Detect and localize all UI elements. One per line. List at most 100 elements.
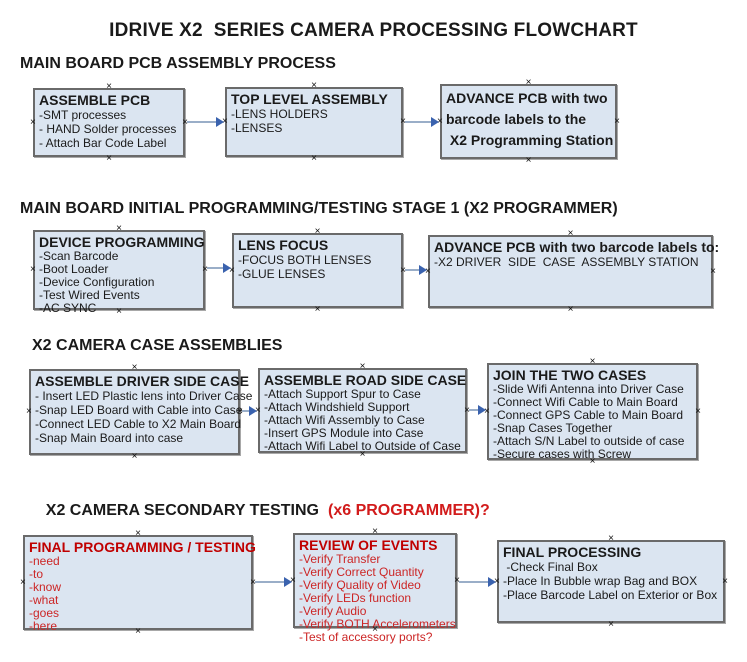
box-line: -Verify LEDs function (299, 591, 412, 605)
box-line: -Slide Wifi Antenna into Driver Case (493, 382, 684, 396)
box-line: -SMT processes (39, 108, 127, 122)
box-title: ADVANCE PCB with two barcode labels to: (434, 239, 720, 255)
box-line: -know (29, 580, 62, 594)
connection-handle-icon: × (116, 223, 122, 234)
arrow-head-icon (249, 406, 257, 416)
flow-box-final-programming-testing: × × × × FINAL PROGRAMMING / TESTING -nee… (20, 529, 256, 637)
connection-handle-icon: × (26, 406, 32, 417)
connection-handle-icon: × (311, 153, 317, 164)
page-title: IDRIVE X2 SERIES CAMERA PROCESSING FLOWC… (109, 20, 638, 41)
flow-box-assemble-road-side-case: × × × × ASSEMBLE ROAD SIDE CASE -Attach … (255, 362, 470, 460)
flow-box-review-of-events: × × × × REVIEW OF EVENTS -Verify Transfe… (290, 527, 460, 644)
box-line: - HAND Solder processes (39, 122, 177, 136)
box-lines: -Slide Wifi Antenna into Driver Case-Con… (493, 383, 692, 461)
arrow-head-icon (223, 263, 231, 273)
section-heading-pcb-assembly: MAIN BOARD PCB ASSEMBLY PROCESS (20, 55, 336, 72)
box-line: ADVANCE PCB with two (446, 90, 608, 106)
arrow-head-icon (478, 405, 486, 415)
box-title: ASSEMBLE PCB (39, 92, 151, 108)
box-title: FINAL PROGRAMMING / TESTING (29, 539, 256, 555)
connection-handle-icon: × (525, 155, 532, 166)
flow-arrow (207, 262, 231, 274)
flow-box-join-the-two-cases: × × × × JOIN THE TWO CASES -Slide Wifi A… (484, 357, 701, 467)
box-line: -Connect Wifi Cable to Main Board (493, 395, 678, 409)
box-line: -Check Final Box (503, 560, 598, 574)
box-line: -GLUE LENSES (238, 267, 326, 281)
connection-handle-icon: × (525, 77, 532, 88)
box-line: - Insert LED Plastic lens into Driver Ca… (35, 389, 253, 403)
connection-handle-icon: × (567, 304, 574, 315)
flow-arrow (405, 264, 427, 276)
arrow-head-icon (488, 577, 496, 587)
box-line: -Connect GPS Cable to Main Board (493, 408, 684, 422)
box-line: -Scan Barcode (39, 249, 119, 263)
arrow-head-icon (419, 265, 427, 275)
box-line: -need (29, 554, 60, 568)
arrow-line (187, 121, 218, 123)
connection-handle-icon: × (106, 153, 112, 164)
box-lines: -SMT processes- HAND Solder processes- A… (39, 108, 179, 150)
box-line: -Place Barcode Label on Exterior or Box (503, 588, 718, 602)
box-line: -LENSES (231, 121, 283, 135)
connection-handle-icon: × (20, 576, 26, 588)
arrow-line (469, 409, 480, 411)
box-line: -what (29, 593, 59, 607)
box-line: -X2 DRIVER SIDE CASE ASSEMBLY STATION (434, 255, 699, 269)
box-title: ASSEMBLE DRIVER SIDE CASE (35, 373, 249, 389)
box-title: TOP LEVEL ASSEMBLY (231, 91, 388, 107)
connection-handle-icon: × (710, 265, 716, 277)
connection-handle-icon: × (608, 533, 614, 544)
flow-box-device-programming: × × × × DEVICE PROGRAMMING -Scan Barcode… (30, 224, 208, 317)
box-line: -Verify Audio (299, 604, 367, 618)
box-line: -Snap Main Board into case (35, 431, 184, 445)
arrow-line (459, 581, 490, 583)
box-line: -goes (29, 606, 60, 620)
connection-handle-icon: × (314, 226, 321, 237)
section-heading-case-assemblies: X2 CAMERA CASE ASSEMBLIES (32, 337, 283, 354)
box-lines: -Verify Transfer-Verify Correct Quantity… (299, 552, 456, 644)
connection-handle-icon: × (359, 361, 366, 372)
connection-handle-icon: × (30, 116, 36, 128)
arrow-head-icon (284, 577, 292, 587)
box-lines: -Check Final Box-Place In Bubble wrap Ba… (503, 560, 719, 602)
box-lines: -FOCUS BOTH LENSES-GLUE LENSES (238, 253, 397, 281)
section-heading-initial-programming: MAIN BOARD INITIAL PROGRAMMING/TESTING S… (20, 200, 618, 217)
box-lines: -Scan Barcode-Boot Loader-Device Configu… (39, 250, 199, 315)
box-line: -Attach Support Spur to Case (264, 387, 421, 401)
section-heading-black-part: X2 CAMERA SECONDARY TESTING (45, 502, 319, 519)
flow-box-top-level-assembly: × × × × TOP LEVEL ASSEMBLY -LENS HOLDERS… (222, 81, 406, 164)
flow-arrow (405, 116, 439, 128)
box-lines: -Attach Support Spur to Case-Attach Wind… (264, 388, 461, 453)
connection-handle-icon: × (567, 228, 574, 239)
arrow-line (405, 121, 433, 123)
flow-box-final-processing: × × × × FINAL PROCESSING -Check Final Bo… (494, 534, 728, 630)
connection-handle-icon: × (131, 362, 138, 373)
box-line: X2 Programming Station (446, 132, 614, 148)
arrow-head-icon (431, 117, 439, 127)
connection-handle-icon: × (608, 619, 614, 630)
box-line: -Connect LED Cable to X2 Main Board (35, 417, 242, 431)
box-line: -Device Configuration (39, 275, 155, 289)
section-heading-secondary-testing: X2 CAMERA SECONDARY TESTING(x6 PROGRAMME… (28, 484, 490, 538)
connection-handle-icon: × (695, 405, 701, 417)
box-line: -Verify Transfer (299, 552, 381, 566)
connection-handle-icon: × (106, 81, 112, 92)
box-line: -Secure cases with Screw (493, 447, 632, 461)
flow-arrow (187, 116, 224, 128)
box-lines: -LENS HOLDERS-LENSES (231, 107, 397, 135)
box-line: -Boot Loader (39, 262, 109, 276)
box-line: -Test of accessory ports? (299, 630, 433, 644)
box-line: -AC SYNC (39, 301, 97, 315)
box-lines: - Insert LED Plastic lens into Driver Ca… (35, 389, 253, 445)
box-line: -FOCUS BOTH LENSES (238, 253, 372, 267)
flow-box-assemble-driver-side-case: × × × × ASSEMBLE DRIVER SIDE CASE - Inse… (26, 363, 253, 462)
box-line: -Test Wired Events (39, 288, 140, 302)
box-line: -Attach Windshield Support (264, 400, 410, 414)
box-title: JOIN THE TWO CASES (493, 367, 647, 383)
box-title: LENS FOCUS (238, 237, 329, 253)
connection-handle-icon: × (311, 80, 317, 91)
connection-handle-icon: × (589, 356, 596, 367)
